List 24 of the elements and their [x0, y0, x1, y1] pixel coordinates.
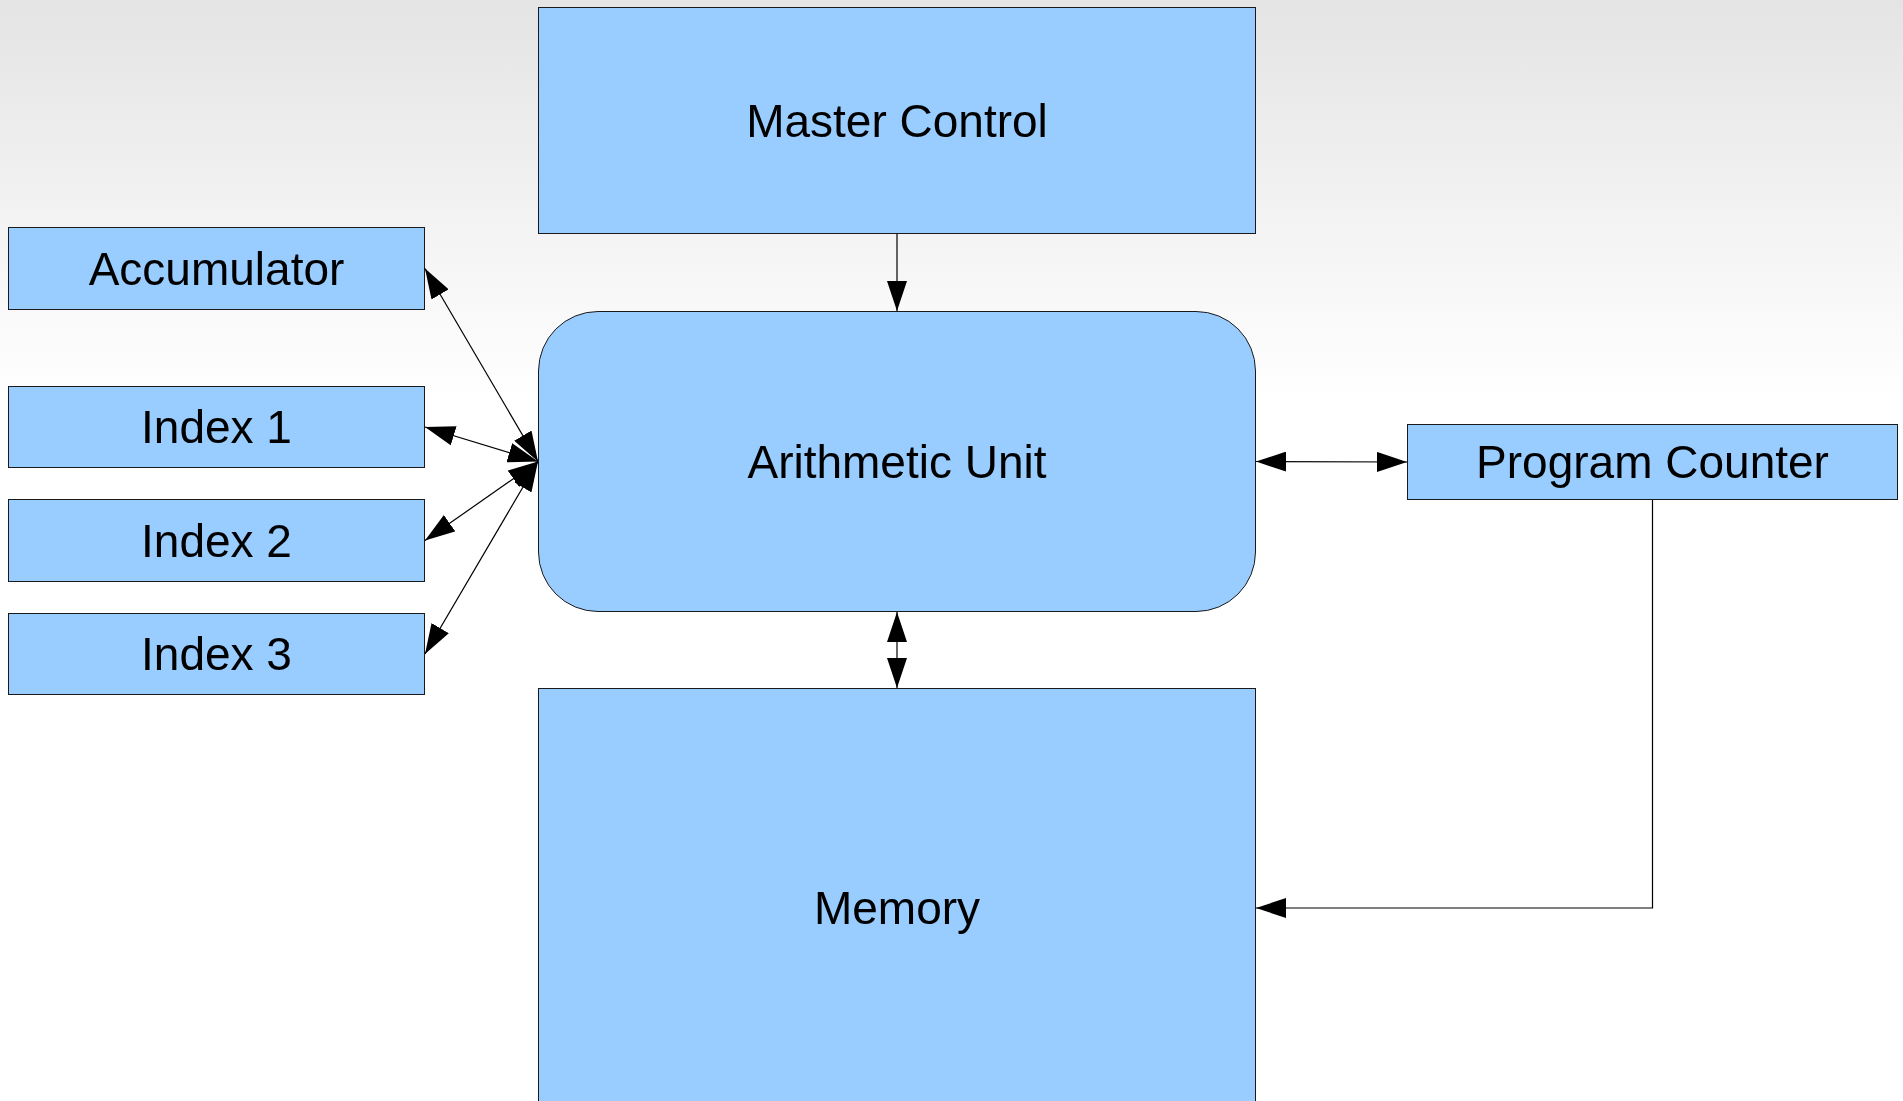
node-label: Index 3 — [141, 627, 292, 681]
rounded-box — [538, 311, 1256, 612]
arrow — [424, 426, 539, 463]
process-box — [8, 613, 425, 695]
node-label: Index 1 — [141, 400, 292, 454]
process-box — [538, 7, 1256, 234]
process-box — [8, 227, 425, 310]
arrow — [1255, 451, 1408, 472]
arrow — [887, 233, 907, 312]
node-label: Program Counter — [1476, 435, 1829, 489]
arrow — [424, 460, 539, 542]
process-box — [1407, 424, 1898, 500]
node-label: Arithmetic Unit — [747, 434, 1047, 489]
arrow — [424, 460, 539, 655]
arrow — [887, 611, 907, 689]
process-box — [538, 688, 1256, 1101]
arrow — [1255, 499, 1654, 918]
arrow — [424, 267, 539, 463]
process-box — [8, 386, 425, 468]
node-label: Index 2 — [141, 513, 292, 568]
node-label: Memory — [813, 881, 981, 935]
node-label: Accumulator — [88, 241, 345, 296]
process-box — [8, 499, 425, 582]
node-label: Master Control — [746, 93, 1048, 148]
